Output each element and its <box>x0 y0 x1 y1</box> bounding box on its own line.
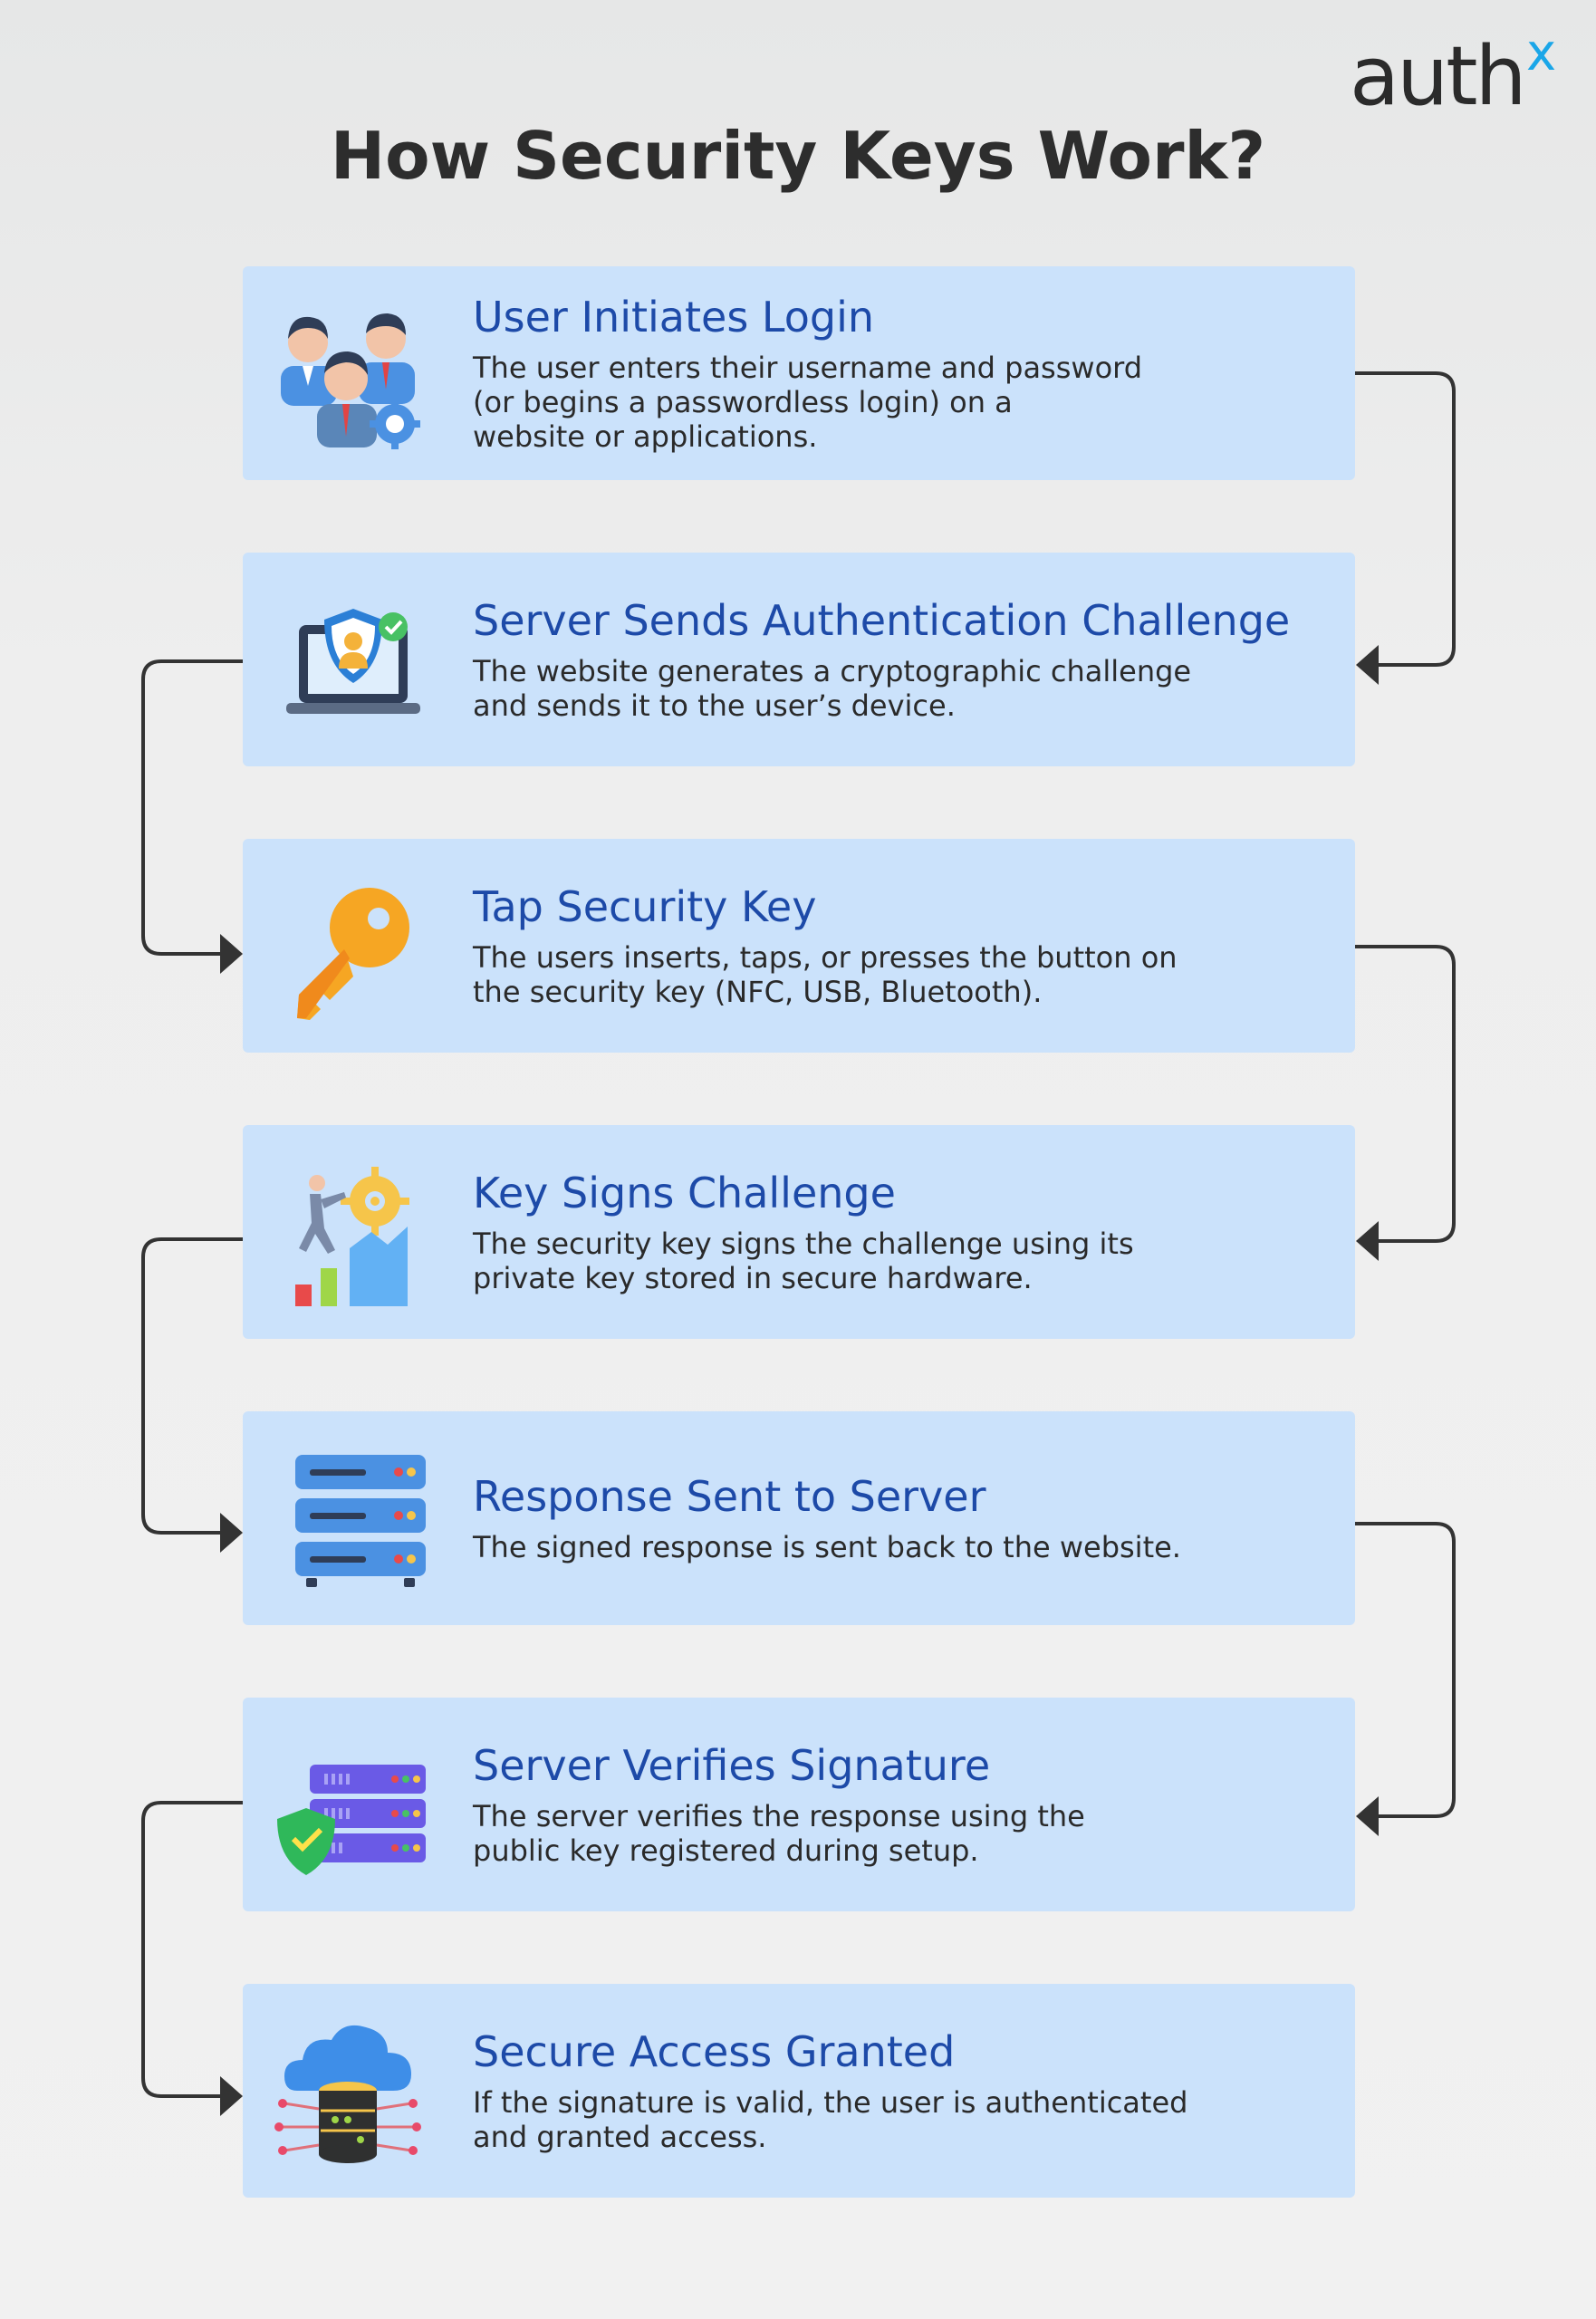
signing-progress-icon <box>270 1150 433 1313</box>
step-card-1: User Initiates Login The user enters the… <box>243 266 1355 480</box>
arrowhead-5 <box>220 1513 243 1553</box>
step-description: If the signature is valid, the user is a… <box>473 2085 1188 2154</box>
logo-x-mark: x <box>1526 24 1557 82</box>
connector-1-2 <box>1355 371 1456 667</box>
step-description: The security key signs the challenge usi… <box>473 1227 1134 1295</box>
step-description: The website generates a cryptographic ch… <box>473 654 1192 723</box>
cloud-database-icon <box>270 2009 433 2172</box>
step-card-3: Tap Security Key The users inserts, taps… <box>243 839 1355 1053</box>
step-card-5: Response Sent to Server The signed respo… <box>243 1411 1355 1625</box>
connector-2-3 <box>141 659 243 956</box>
arrowhead-7 <box>220 2076 243 2116</box>
connector-4-5 <box>141 1237 243 1535</box>
step-title: User Initiates Login <box>473 293 874 342</box>
step-title: Server Verifies Signature <box>473 1741 991 1790</box>
step-card-4: Key Signs Challenge The security key sig… <box>243 1125 1355 1339</box>
users-gear-icon <box>270 292 433 455</box>
step-card-2: Server Sends Authentication Challenge Th… <box>243 553 1355 766</box>
step-title: Server Sends Authentication Challenge <box>473 596 1291 645</box>
server-rack-icon <box>270 1437 433 1600</box>
arrowhead-4 <box>1356 1221 1379 1261</box>
arrowhead-3 <box>220 934 243 974</box>
authx-logo: auth x <box>1350 24 1556 127</box>
connector-6-7 <box>141 1801 243 2098</box>
step-description: The signed response is sent back to the … <box>473 1530 1181 1564</box>
server-shield-icon <box>270 1723 433 1886</box>
laptop-shield-icon <box>270 578 433 741</box>
step-description: The user enters their username and passw… <box>473 351 1143 454</box>
step-title: Key Signs Challenge <box>473 1169 896 1217</box>
step-description: The server verifies the response using t… <box>473 1799 1085 1868</box>
key-icon <box>270 864 433 1027</box>
step-card-6: Server Verifies Signature The server ver… <box>243 1698 1355 1911</box>
arrowhead-2 <box>1356 645 1379 685</box>
arrowhead-6 <box>1356 1796 1379 1836</box>
logo-wordmark: auth <box>1350 29 1527 124</box>
step-card-7: Secure Access Granted If the signature i… <box>243 1984 1355 2198</box>
page-title: How Security Keys Work? <box>330 118 1266 194</box>
step-title: Secure Access Granted <box>473 2027 956 2076</box>
step-description: The users inserts, taps, or presses the … <box>473 940 1178 1009</box>
step-title: Response Sent to Server <box>473 1472 986 1521</box>
step-title: Tap Security Key <box>473 882 817 931</box>
connector-5-6 <box>1355 1522 1456 1818</box>
connector-3-4 <box>1355 945 1456 1243</box>
